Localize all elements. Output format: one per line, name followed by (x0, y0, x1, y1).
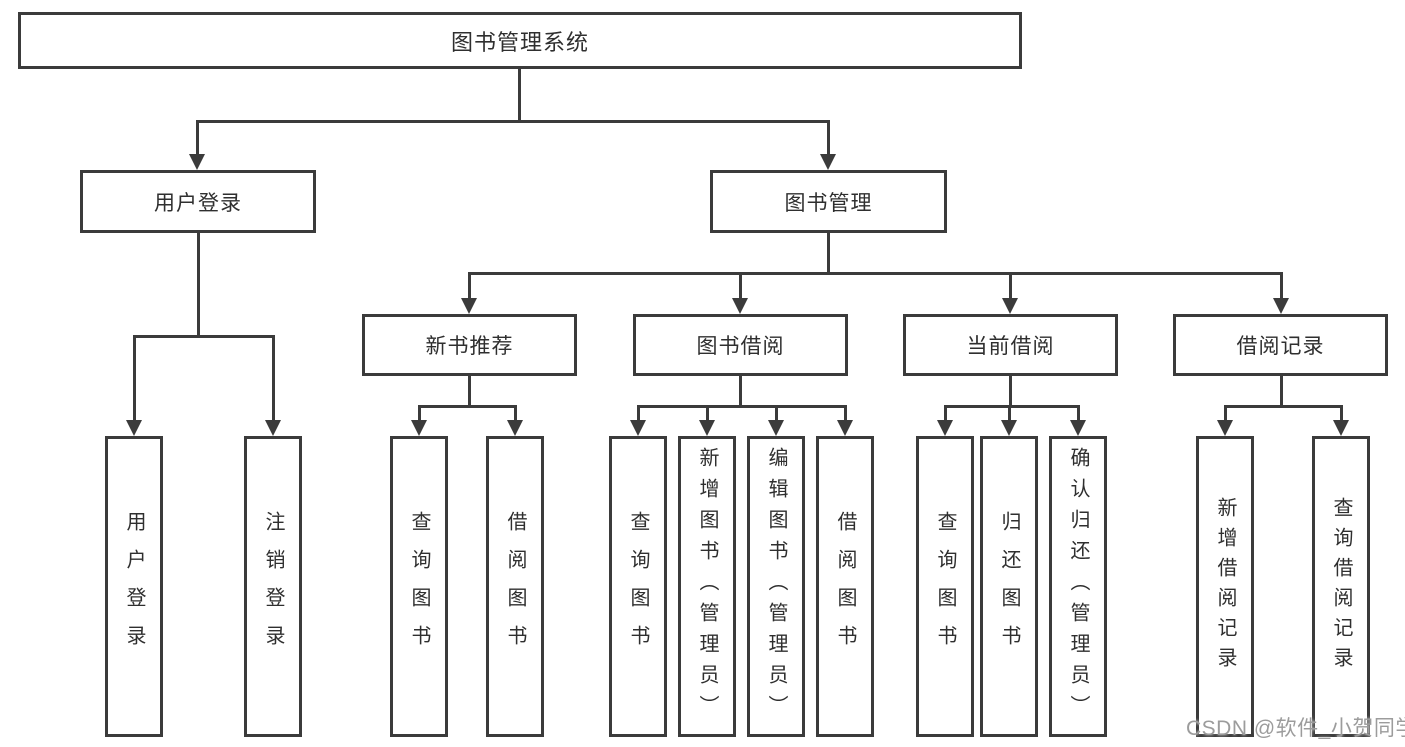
node-borrow-records: 借阅记录 (1173, 314, 1388, 376)
connector-to-book-borrow (739, 272, 742, 300)
node-label: 借阅记录 (1236, 335, 1325, 358)
connector-to-leaf (133, 335, 136, 422)
leaf-label: 新增图书（管理员） (696, 447, 718, 726)
connector-split (637, 405, 847, 408)
leaf-label: 注销登录 (262, 510, 284, 663)
arrow-down-icon (732, 298, 748, 314)
leaf-query-books: 查询图书 (390, 436, 448, 737)
connector-to-new-book-recommend (468, 272, 471, 300)
connector-user-login-split (133, 335, 275, 338)
connector-root-split (196, 120, 830, 123)
arrow-down-icon (699, 420, 715, 436)
node-label: 用户登录 (154, 191, 242, 215)
leaf-label: 编辑图书（管理员） (765, 447, 787, 726)
node-label: 图书借阅 (696, 335, 785, 358)
node-label: 当前借阅 (966, 335, 1055, 358)
arrow-down-icon (1070, 420, 1086, 436)
arrow-down-icon (1217, 420, 1233, 436)
connector-to-leaf (637, 405, 640, 422)
node-book-management: 图书管理 (710, 170, 947, 233)
csdn-watermark: CSDN @软件_小贺同学 (1186, 717, 1405, 740)
connector-split (1224, 405, 1343, 408)
leaf-label: 查询借阅记录 (1330, 496, 1352, 677)
connector-to-leaf (944, 405, 947, 422)
arrow-down-icon (126, 420, 142, 436)
leaf-add-borrow-record: 新增借阅记录 (1196, 436, 1254, 737)
connector-split (944, 405, 1080, 408)
node-user-login: 用户登录 (80, 170, 316, 233)
connector-to-leaf (706, 405, 709, 422)
node-label: 图书管理 (784, 191, 873, 215)
connector-book-management-split (468, 272, 1283, 275)
connector-to-leaf (844, 405, 847, 422)
arrow-down-icon (1001, 420, 1017, 436)
connector-to-leaf (1077, 405, 1080, 422)
arrow-down-icon (820, 154, 836, 170)
connector-to-leaf (418, 405, 421, 422)
leaf-return-books: 归还图书 (980, 436, 1038, 737)
arrow-down-icon (189, 154, 205, 170)
connector-split (418, 405, 517, 408)
arrow-down-icon (507, 420, 523, 436)
arrow-down-icon (630, 420, 646, 436)
connector-to-current-borrow (1009, 272, 1012, 300)
connector-to-leaf (775, 405, 778, 422)
leaf-label: 借阅图书 (834, 510, 856, 663)
connector-to-leaf (1224, 405, 1227, 422)
arrow-down-icon (411, 420, 427, 436)
connector-to-leaf (1008, 405, 1011, 422)
leaf-query-books: 查询图书 (609, 436, 667, 737)
leaf-edit-books-admin: 编辑图书（管理员） (747, 436, 805, 737)
arrow-down-icon (768, 420, 784, 436)
arrow-down-icon (837, 420, 853, 436)
leaf-borrow-books: 借阅图书 (816, 436, 874, 737)
connector-root-stem (518, 69, 521, 122)
leaf-label: 查询图书 (408, 510, 430, 663)
arrow-down-icon (1002, 298, 1018, 314)
leaf-confirm-return-admin: 确认归还（管理员） (1049, 436, 1107, 737)
connector-to-leaf (514, 405, 517, 422)
connector-to-leaf (272, 335, 275, 422)
leaf-label: 查询图书 (627, 510, 649, 663)
arrow-down-icon (461, 298, 477, 314)
leaf-logout: 注销登录 (244, 436, 302, 737)
node-library-management-system: 图书管理系统 (18, 12, 1022, 69)
leaf-query-borrow-record: 查询借阅记录 (1312, 436, 1370, 737)
connector-stem (468, 376, 471, 407)
connector-to-leaf (1340, 405, 1343, 422)
connector-to-borrow-records (1280, 272, 1283, 300)
leaf-user-login: 用户登录 (105, 436, 163, 737)
node-book-borrow: 图书借阅 (633, 314, 848, 376)
arrow-down-icon (1273, 298, 1289, 314)
leaf-label: 用户登录 (123, 510, 145, 663)
arrow-down-icon (265, 420, 281, 436)
connector-stem (1009, 376, 1012, 407)
connector-stem (1280, 376, 1283, 407)
leaf-borrow-books: 借阅图书 (486, 436, 544, 737)
leaf-add-books-admin: 新增图书（管理员） (678, 436, 736, 737)
arrow-down-icon (1333, 420, 1349, 436)
leaf-label: 归还图书 (998, 510, 1020, 663)
connector-book-management-stem (827, 233, 830, 274)
leaf-label: 新增借阅记录 (1214, 496, 1236, 677)
node-current-borrow: 当前借阅 (903, 314, 1118, 376)
node-label: 图书管理系统 (450, 29, 589, 55)
connector-stem (739, 376, 742, 407)
node-label: 新书推荐 (425, 335, 514, 358)
connector-to-book-management (827, 120, 830, 156)
leaf-label: 借阅图书 (504, 510, 526, 663)
connector-to-user-login (196, 120, 199, 156)
leaf-query-books: 查询图书 (916, 436, 974, 737)
leaf-label: 查询图书 (934, 510, 956, 663)
leaf-label: 确认归还（管理员） (1067, 447, 1089, 726)
connector-user-login-stem (197, 233, 200, 337)
arrow-down-icon (937, 420, 953, 436)
node-new-book-recommend: 新书推荐 (362, 314, 577, 376)
